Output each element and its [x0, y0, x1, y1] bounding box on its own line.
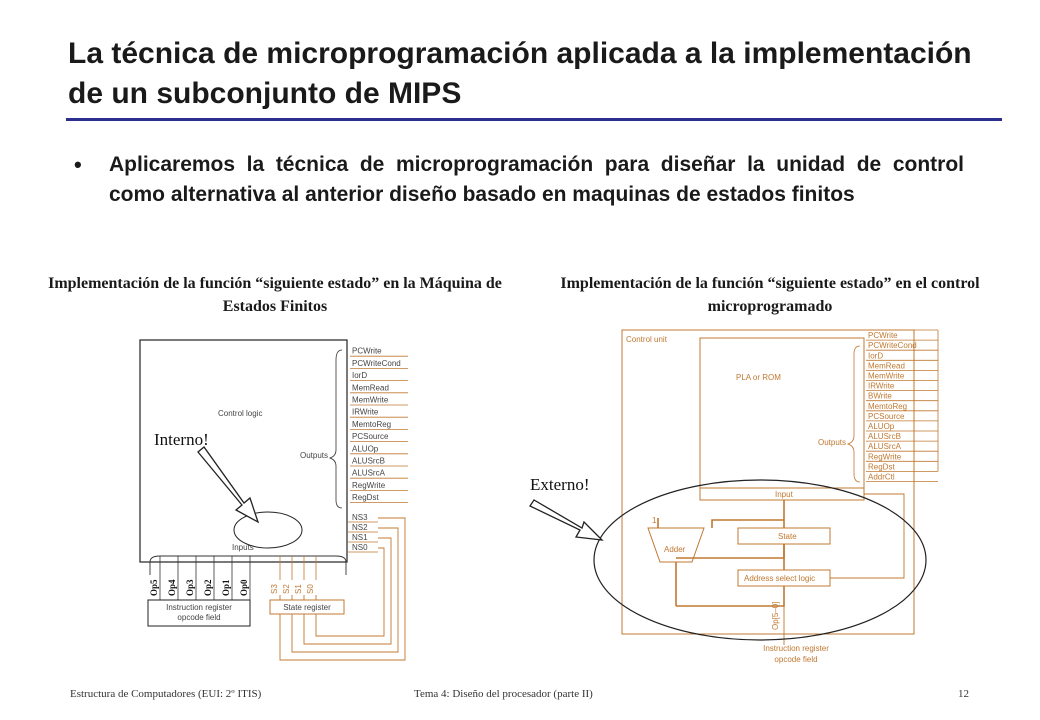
op-bit-label: Op4 — [167, 579, 177, 596]
right-signal: PCSource — [868, 412, 905, 421]
op-field-label: Op[5–0] — [771, 602, 780, 630]
interno-arrow — [197, 446, 260, 524]
slide-title: La técnica de microprogramación aplicada… — [68, 37, 972, 110]
right-signal: BWrite — [868, 392, 892, 401]
right-ir-label-1: Instruction register — [763, 644, 829, 653]
op-bit-label: Op5 — [149, 579, 159, 596]
pla-rom-block — [699, 337, 865, 489]
left-signal: MemtoReg — [352, 420, 391, 429]
right-signal: IRWrite — [868, 382, 895, 391]
interno-annotation: Interno! — [154, 430, 209, 449]
bullet-text: Aplicaremos la técnica de microprogramac… — [109, 153, 964, 206]
externo-arrow — [529, 499, 604, 541]
ns-label: NS2 — [352, 523, 368, 532]
right-signal: ALUSrcB — [868, 432, 901, 441]
footer-course: Estructura de Computadores (EUI: 2º ITIS… — [70, 688, 262, 700]
ns-label: NS3 — [352, 513, 368, 522]
adder-one: 1 — [652, 516, 657, 525]
ir-opcode-label-2: opcode field — [177, 613, 220, 622]
right-signal-list: PCWritePCWriteCondIorDMemReadMemWriteIRW… — [866, 329, 939, 482]
ns-label: NS0 — [352, 543, 368, 552]
microprogrammed-diagram: Control unit PLA or ROM Outputs PCWriteP… — [529, 329, 939, 664]
state-register-box — [269, 599, 345, 615]
inputs-label: Inputs — [232, 543, 254, 552]
left-signal: PCSource — [352, 432, 389, 441]
ir-opcode-box — [147, 599, 251, 627]
control-unit-box — [621, 329, 915, 635]
op-bit-label: Op1 — [221, 579, 231, 596]
left-signal: MemWrite — [352, 396, 389, 405]
control-logic-label: Control logic — [218, 409, 262, 418]
right-signal: ALUOp — [868, 422, 895, 431]
right-signal: RegDst — [868, 462, 895, 471]
caption-right: Implementación de la función “siguiente … — [560, 275, 980, 315]
outputs-label: Outputs — [300, 451, 328, 460]
op-bits: Op5 Op4 Op3 Op2 Op1 Op0 — [149, 556, 251, 600]
ir-opcode-label-1: Instruction register — [166, 603, 232, 612]
left-signal: ALUSrcB — [352, 457, 385, 466]
adder-label: Adder — [664, 545, 686, 554]
fsm-diagram: Control logic Outputs Inputs PCWritePCWr… — [139, 339, 408, 661]
left-signal: IRWrite — [352, 408, 379, 417]
caption-left: Implementación de la función “siguiente … — [48, 275, 502, 315]
right-ir-label-2: opcode field — [774, 655, 817, 664]
right-signal: IorD — [868, 351, 883, 360]
right-signal: MemtoReg — [868, 402, 907, 411]
state-label: State — [778, 532, 797, 541]
input-label: Input — [775, 490, 794, 499]
right-signal: AddrCtl — [868, 473, 895, 482]
right-outputs-label: Outputs — [818, 438, 846, 447]
state-bit-label: S3 — [270, 584, 279, 594]
left-signal: IorD — [352, 371, 367, 380]
pla-rom-label: PLA or ROM — [736, 373, 781, 382]
op-bit-label: Op3 — [185, 579, 195, 596]
left-signal: RegWrite — [352, 481, 386, 490]
address-select-label: Address select logic — [744, 574, 815, 583]
left-signal: PCWriteCond — [352, 359, 401, 368]
right-signal: PCWrite — [868, 331, 898, 340]
title-rule — [66, 118, 1002, 121]
footer-topic: Tema 4: Diseño del procesador (parte II) — [414, 688, 593, 700]
op-bit-label: Op0 — [239, 579, 249, 596]
state-bit-label: S0 — [306, 584, 315, 594]
externo-ellipse — [593, 479, 927, 641]
right-signal: MemRead — [868, 361, 905, 370]
left-signal: MemRead — [352, 383, 389, 392]
adder-shape — [647, 527, 705, 563]
state-register-label: State register — [283, 603, 331, 612]
left-signal: ALUSrcA — [352, 469, 386, 478]
bullet-mark: • — [74, 152, 82, 177]
right-signal: MemWrite — [868, 372, 905, 381]
ns-label: NS1 — [352, 533, 368, 542]
footer-page-number: 12 — [958, 688, 969, 700]
inputs-ellipse — [233, 511, 303, 549]
op-bit-label: Op2 — [203, 579, 213, 596]
left-signal: PCWrite — [352, 347, 382, 356]
left-signal: RegDst — [352, 493, 379, 502]
right-signal: PCWriteCond — [868, 341, 917, 350]
state-bit-label: S1 — [294, 584, 303, 594]
control-unit-label: Control unit — [626, 335, 668, 344]
left-signal: ALUOp — [352, 444, 379, 453]
externo-annotation: Externo! — [530, 475, 589, 494]
right-signal: RegWrite — [868, 452, 902, 461]
right-signal: ALUSrcA — [868, 442, 902, 451]
state-bit-label: S2 — [282, 584, 291, 594]
